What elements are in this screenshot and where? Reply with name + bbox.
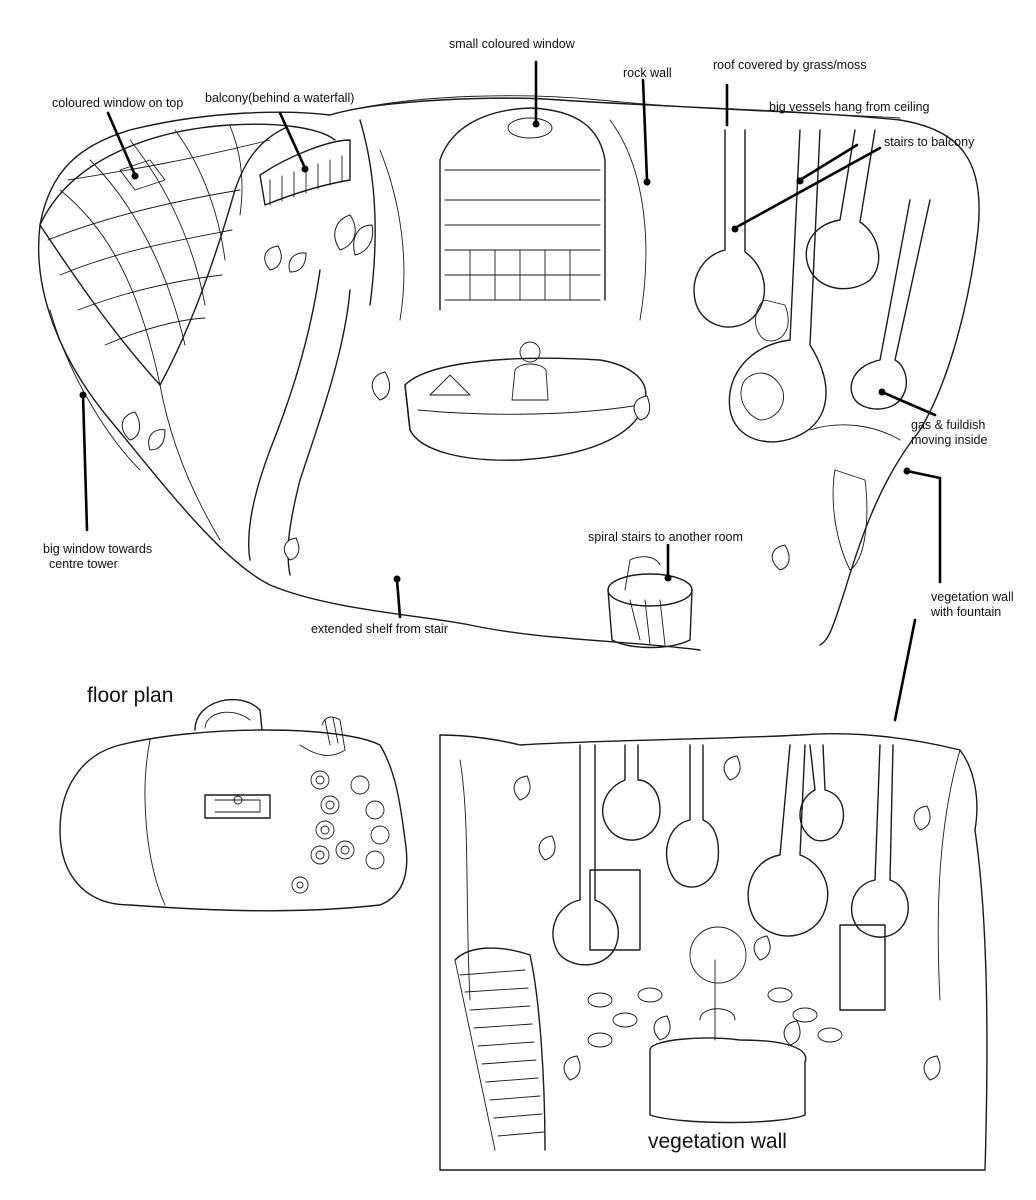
label-coloured-window-top: coloured window on top	[52, 96, 184, 110]
title-floor-plan: floor plan	[87, 684, 174, 707]
callout-leaders	[79, 60, 942, 722]
label-extended-shelf: extended shelf from stair	[311, 622, 448, 636]
label-stairs-to-balcony: stairs to balcony	[884, 135, 975, 149]
hanging-vessels	[693, 129, 931, 443]
title-vegetation-wall: vegetation wall	[648, 1130, 787, 1153]
label-vegetation-wall-fountain: vegetation wall with fountain	[931, 590, 1014, 620]
label-spiral-stairs: spiral stairs to another room	[588, 530, 743, 544]
plants	[121, 214, 790, 571]
label-big-window: big window towards centre tower	[43, 542, 152, 572]
label-gas-fluid: gas & fuildish moving inside	[911, 418, 987, 448]
label-balcony: balcony(behind a waterfall)	[205, 91, 355, 105]
label-small-coloured-window: small coloured window	[449, 37, 575, 51]
label-gas-fluid-line1: gas & fuildish	[911, 418, 986, 432]
vegetation-wall-sketch	[439, 733, 988, 1171]
label-big-vessels: big vessels hang from ceiling	[769, 100, 930, 114]
label-vegetation-wall-line2: with fountain	[931, 605, 1002, 619]
label-vegetation-wall-line1: vegetation wall	[931, 590, 1014, 604]
wall-stones	[587, 987, 843, 1048]
label-roof-covered: roof covered by grass/moss	[713, 58, 867, 72]
main-room-sketch	[37, 60, 980, 722]
label-big-window-line2: centre tower	[49, 557, 118, 571]
floor-plan-sketch	[59, 698, 408, 912]
label-rock-wall: rock wall	[623, 66, 672, 80]
floor-plan-circles	[291, 770, 390, 894]
label-gas-fluid-line2: moving inside	[911, 433, 988, 447]
wall-leaves	[513, 755, 941, 1081]
label-big-window-line1: big window towards	[43, 542, 153, 556]
